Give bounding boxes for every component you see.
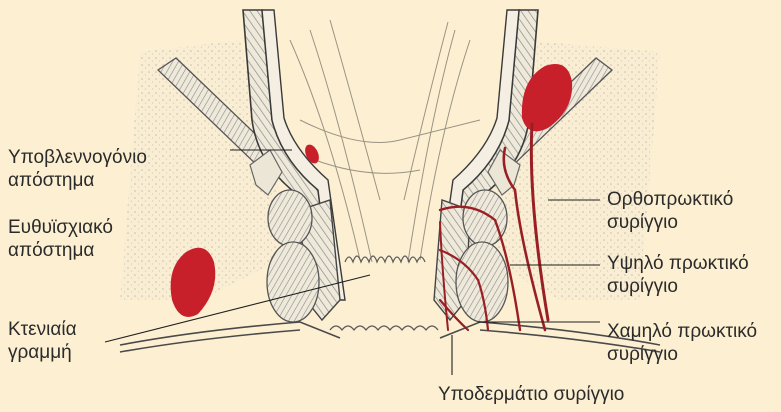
label-line-1: Υψηλό πρωκτικό xyxy=(607,252,749,275)
label-line-2: συρίγγιο xyxy=(607,275,749,298)
label-line-1: Χαμηλό πρωκτικό xyxy=(607,320,757,343)
dentate-line-papillae xyxy=(345,256,425,262)
perineal-skin xyxy=(120,322,660,352)
label-submucous-abscess: Υποβλεννογόνιο απόστημα xyxy=(8,146,147,192)
external-sphincter-right xyxy=(456,190,508,322)
label-high-anal-fistula: Υψηλό πρωκτικό συρίγγιο xyxy=(607,252,749,298)
label-dentate-line: Κτενιαία γραμμή xyxy=(8,318,77,364)
label-line-2: συρίγγιο xyxy=(607,211,733,234)
label-line-1: Ορθοπρωκτικό xyxy=(607,188,733,211)
label-line-1: Υποβλεννογόνιο xyxy=(8,146,147,169)
anal-verge xyxy=(330,326,438,330)
label-subcutaneous-fistula: Υποδερμάτιο συρίγγιο xyxy=(438,383,624,406)
label-ischiorectal-abscess: Ευθυϊσχιακό απόστημα xyxy=(8,216,113,262)
external-sphincter-left xyxy=(267,190,319,322)
label-low-anal-fistula: Χαμηλό πρωκτικό συρίγγιο xyxy=(607,320,757,366)
label-line-1: Κτενιαία xyxy=(8,318,77,341)
label-extrasphincteric-fistula: Ορθοπρωκτικό συρίγγιο xyxy=(607,188,733,234)
label-line-2: γραμμή xyxy=(8,341,77,364)
label-line-2: απόστημα xyxy=(8,239,113,262)
label-line-2: απόστημα xyxy=(8,169,147,192)
label-line-2: συρίγγιο xyxy=(607,343,757,366)
label-line-1: Ευθυϊσχιακό xyxy=(8,216,113,239)
